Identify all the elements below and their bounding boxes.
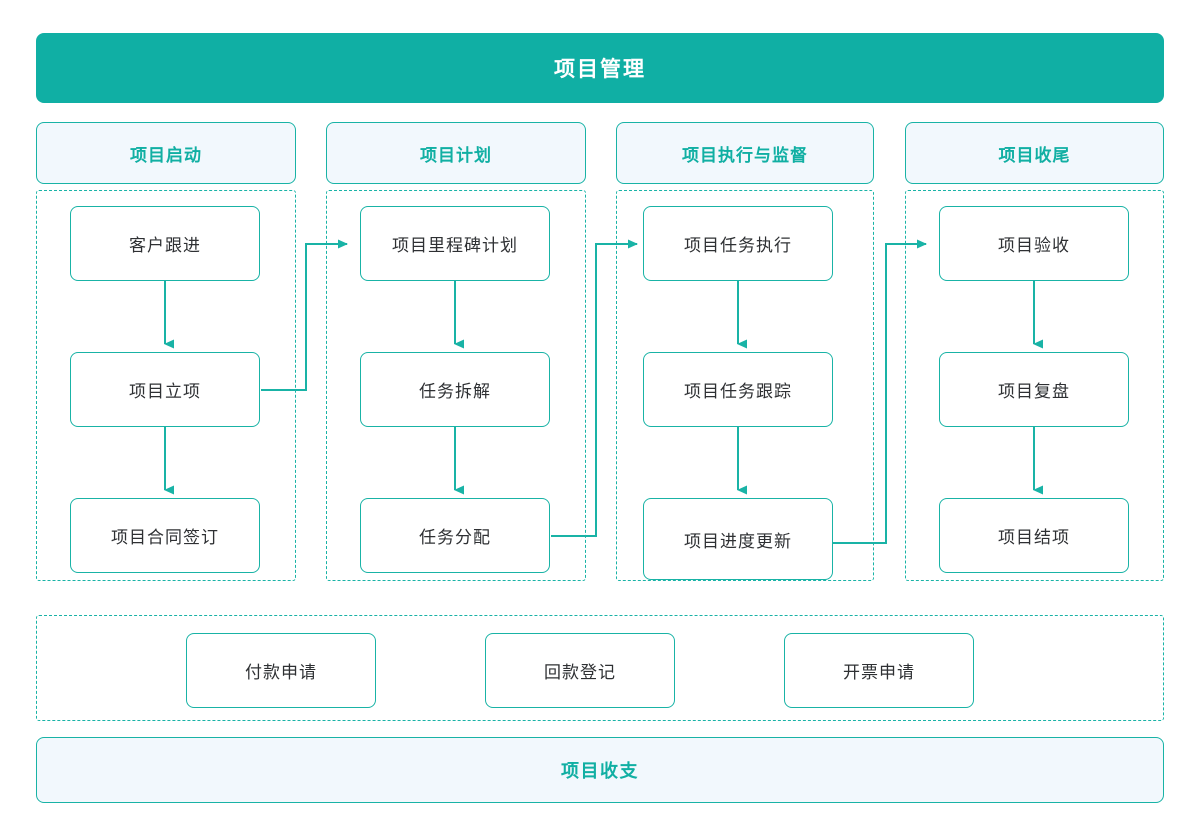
node-label: 项目结项 [998,528,1070,547]
node-label: 项目任务跟踪 [684,382,792,401]
node-label: 项目立项 [129,382,201,401]
node-progress-update[interactable]: 项目进度更新 [643,498,833,580]
node-milestone-plan[interactable]: 项目里程碑计划 [360,206,550,281]
phase-header-label: 项目计划 [420,145,492,165]
phase-header-label: 项目启动 [130,145,202,165]
node-label: 任务分配 [419,528,491,547]
node-label: 付款申请 [245,663,317,682]
node-label: 回款登记 [544,663,616,682]
node-payment-request[interactable]: 付款申请 [186,633,376,708]
node-receipt-registration[interactable]: 回款登记 [485,633,675,708]
footer-bar-project-finance[interactable]: 项目收支 [36,737,1164,803]
node-label: 客户跟进 [129,236,201,255]
phase-header-project-initiation[interactable]: 项目启动 [36,122,296,184]
node-label: 项目验收 [998,236,1070,255]
node-customer-followup[interactable]: 客户跟进 [70,206,260,281]
node-label: 项目进度更新 [684,531,792,551]
phase-header-project-planning[interactable]: 项目计划 [326,122,586,184]
page-title: 项目管理 [554,58,646,81]
node-label: 开票申请 [843,663,915,682]
node-label: 任务拆解 [419,382,491,401]
finance-lane-container [36,615,1164,721]
phase-header-label: 项目收尾 [998,145,1071,165]
node-project-acceptance[interactable]: 项目验收 [939,206,1129,281]
node-label: 项目复盘 [998,382,1070,401]
node-task-tracking[interactable]: 项目任务跟踪 [643,352,833,427]
node-invoice-request[interactable]: 开票申请 [784,633,974,708]
node-contract-signing[interactable]: 项目合同签订 [70,498,260,573]
phase-header-project-closure[interactable]: 项目收尾 [905,122,1164,184]
phase-header-project-execution[interactable]: 项目执行与监督 [616,122,874,184]
node-task-assignment[interactable]: 任务分配 [360,498,550,573]
node-project-review[interactable]: 项目复盘 [939,352,1129,427]
footer-label: 项目收支 [561,761,639,781]
node-label: 项目里程碑计划 [392,236,518,255]
node-project-initiation-approval[interactable]: 项目立项 [70,352,260,427]
diagram-title-banner: 项目管理 [36,33,1164,103]
node-task-execution[interactable]: 项目任务执行 [643,206,833,281]
node-label: 项目任务执行 [684,236,792,255]
node-label: 项目合同签订 [111,528,219,547]
node-project-closure[interactable]: 项目结项 [939,498,1129,573]
phase-header-label: 项目执行与监督 [682,145,808,165]
node-task-breakdown[interactable]: 任务拆解 [360,352,550,427]
